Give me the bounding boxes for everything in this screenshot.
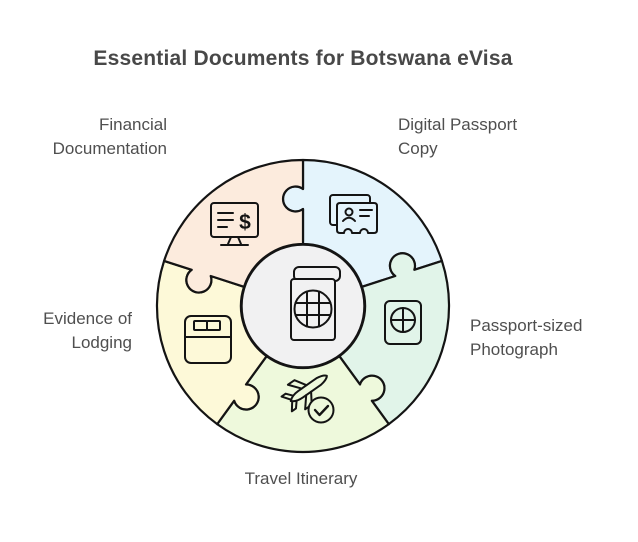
passport-icon <box>384 300 422 345</box>
id-card-icon <box>329 194 378 234</box>
passport-book-icon <box>290 266 341 341</box>
label-digital-passport-copy: Digital Passport Copy <box>398 115 518 158</box>
dollar-glyph: $ <box>239 211 251 234</box>
label-financial-documentation: Financial Documentation <box>52 115 167 158</box>
label-evidence-of-lodging: Evidence of Lodging <box>43 309 132 352</box>
page-title: Essential Documents for Botswana eVisa <box>93 47 513 70</box>
label-travel-itinerary: Travel Itinerary <box>244 469 358 488</box>
monitor-dollar-icon: $ <box>210 202 259 246</box>
airplane-check-icon <box>280 374 335 424</box>
bed-icon <box>184 315 232 364</box>
label-passport-sized-photograph: Passport-sized Photograph <box>470 316 583 359</box>
